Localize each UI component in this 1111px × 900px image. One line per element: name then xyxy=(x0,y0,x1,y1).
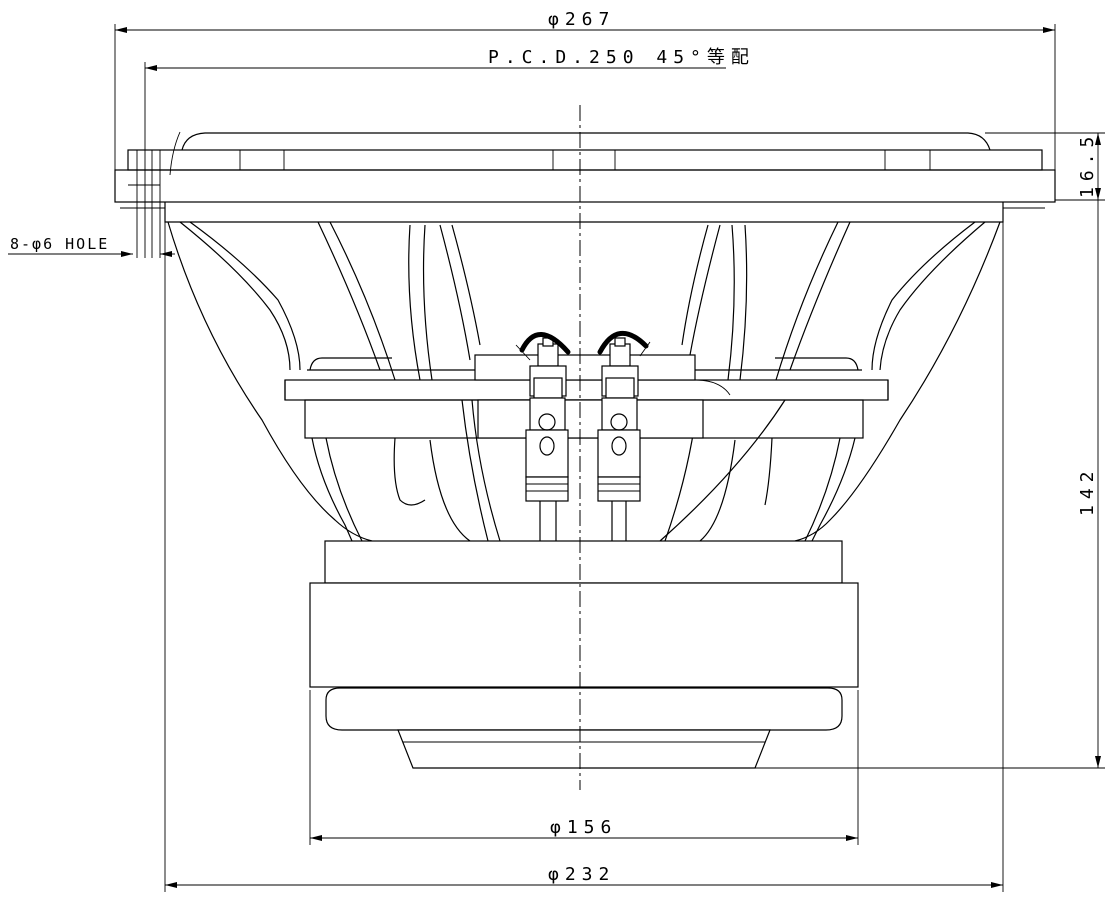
magnet-motor-assembly xyxy=(309,540,859,769)
terminal-plate xyxy=(284,354,889,439)
mounting-holes-label: 8-φ6 HOLE xyxy=(10,235,109,253)
dimension-pcd: P.C.D.250 45°等配 xyxy=(144,47,755,258)
baffle-cutout-label: φ232 xyxy=(548,864,615,885)
overall-depth-label: 142 xyxy=(1077,465,1098,516)
dimension-mounting-holes: 8-φ6 HOLE xyxy=(8,235,175,257)
dimension-baffle-cutout: φ232 xyxy=(164,205,1004,892)
magnet-diameter-label: φ156 xyxy=(550,817,617,838)
frame-diameter-label: φ267 xyxy=(548,9,615,30)
dimension-flange-thickness: 16.5 xyxy=(985,131,1105,201)
dimension-overall-depth: 142 xyxy=(755,200,1105,769)
pcd-label: P.C.D.250 45°等配 xyxy=(488,47,755,68)
speaker-frame-flange xyxy=(114,131,1056,258)
dimension-frame-diameter: φ267 xyxy=(114,9,1056,172)
speaker-terminals xyxy=(515,330,651,541)
speaker-basket xyxy=(167,221,1001,542)
flange-thickness-label: 16.5 xyxy=(1077,131,1098,198)
dimension-magnet-diameter: φ156 xyxy=(309,690,859,845)
